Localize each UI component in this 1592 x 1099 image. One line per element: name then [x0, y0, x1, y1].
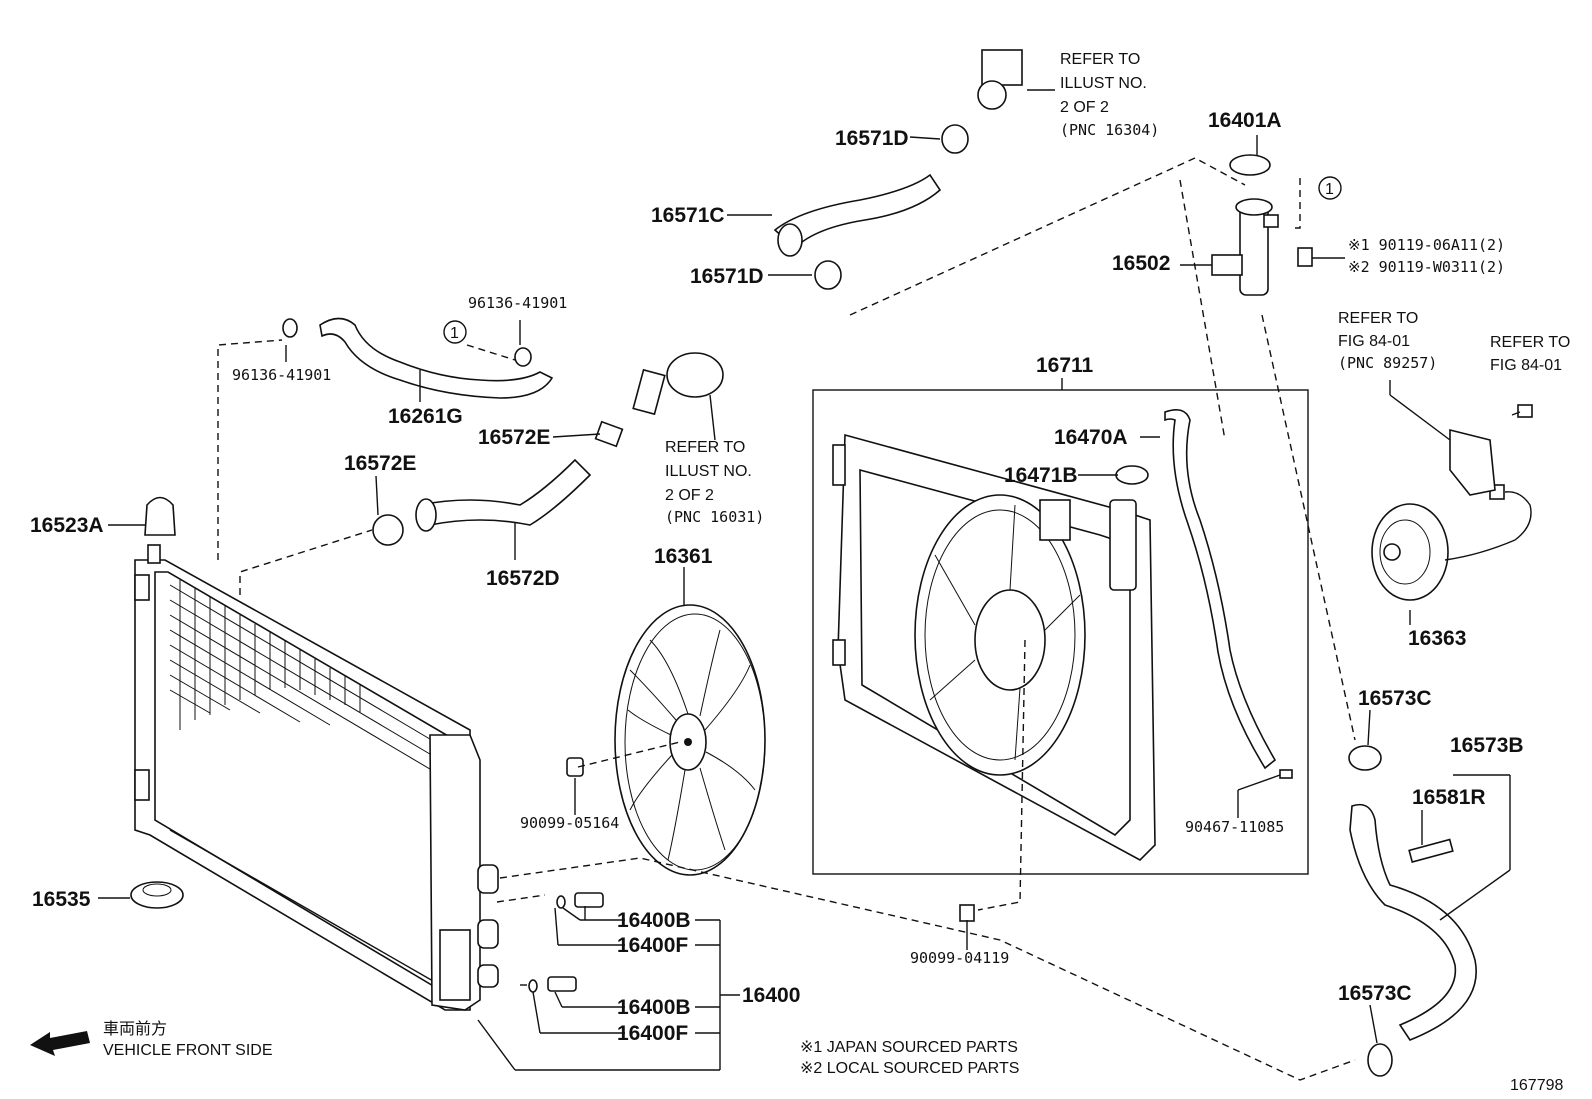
label-90099-04119: 90099-04119 — [910, 949, 1009, 967]
hose-16573B — [1349, 803, 1477, 1041]
label-16502: 16502 — [1112, 252, 1170, 275]
thermostat-housing-top — [977, 49, 1023, 110]
label-16535: 16535 — [32, 888, 91, 911]
label-16581R: 16581R — [1412, 786, 1486, 809]
front-side-jp: 車両前方 — [103, 1020, 167, 1038]
refer-16031-line4: (PNC 16031) — [665, 508, 764, 526]
front-side-note: 車両前方 VEHICLE FRONT SIDE — [103, 1020, 273, 1059]
label-16572D: 16572D — [486, 567, 560, 590]
label-16571C: 16571C — [651, 204, 725, 227]
clamp-16572E-left — [372, 514, 404, 546]
refer-bolt-line2: FIG 84-01 — [1490, 357, 1562, 374]
label-16470A: 16470A — [1054, 426, 1128, 449]
label-16400F-bottom: 16400F — [617, 1022, 688, 1045]
water-outlet — [1211, 154, 1279, 296]
circle-ref-2-text: 1 — [1325, 181, 1334, 198]
label-16573C-top: 16573C — [1358, 687, 1432, 710]
label-16400F-top: 16400F — [617, 934, 688, 957]
label-16361: 16361 — [654, 545, 713, 568]
bolt-note-1: ※1 90119-06A11(2) — [1348, 236, 1505, 254]
leader-lines — [98, 89, 1511, 1071]
bolt-right — [1511, 404, 1533, 418]
label-16523A: 16523A — [30, 514, 104, 537]
refer-bolt: REFER TO FIG 84-01 — [1490, 334, 1570, 374]
circle-ref-1: 1 — [443, 320, 467, 344]
label-96136-left: 96136-41901 — [232, 366, 331, 384]
label-16363: 16363 — [1408, 627, 1466, 650]
refer-16304-line4: (PNC 16304) — [1060, 121, 1159, 139]
bleeder-16581R — [1408, 838, 1454, 863]
refer-16304-line1: REFER TO — [1060, 51, 1140, 68]
refer-fan-resistor: REFER TO FIG 84-01 (PNC 89257) — [1338, 310, 1437, 372]
clip-90467-11085 — [1279, 769, 1293, 779]
circle-ref-1-text: 1 — [450, 325, 459, 342]
label-16573B: 16573B — [1450, 734, 1524, 757]
label-16400B-top: 16400B — [617, 909, 691, 932]
refer-fan-line3: (PNC 89257) — [1338, 354, 1437, 372]
front-side-en: VEHICLE FRONT SIDE — [103, 1042, 273, 1059]
label-16571D-top: 16571D — [835, 127, 909, 150]
source-footnotes: ※1 JAPAN SOURCED PARTS ※2 LOCAL SOURCED … — [800, 1039, 1019, 1077]
refer-bolt-line1: REFER TO — [1490, 334, 1570, 351]
label-16400: 16400 — [742, 984, 800, 1007]
part-labels: 16571D 16571C 16571D 16401A 16502 96136-… — [30, 109, 1524, 1045]
label-16571D-bottom: 16571D — [690, 265, 764, 288]
vehicle-front-arrow — [30, 1031, 90, 1056]
clamp-16573C-bottom — [1367, 1043, 1393, 1077]
refer-16031-line3: 2 OF 2 — [665, 487, 714, 504]
clamp-16573C-top — [1348, 745, 1382, 771]
plug-16535 — [130, 881, 184, 909]
refer-16304-line2: ILLUST NO. — [1060, 75, 1147, 92]
fan-motor — [1371, 484, 1532, 601]
reservoir-cap — [1115, 465, 1149, 485]
refer-fan-line2: FIG 84-01 — [1338, 333, 1410, 350]
drain-plugs — [528, 892, 604, 993]
label-90099-05164: 90099-05164 — [520, 814, 619, 832]
clamp-16571D-top — [941, 124, 969, 154]
refer-16304: REFER TO ILLUST NO. 2 OF 2 (PNC 16304) — [1060, 51, 1159, 139]
label-16711: 16711 — [1036, 354, 1094, 377]
fan-blade — [614, 604, 766, 876]
label-16261G: 16261G — [388, 405, 463, 428]
fan-shroud — [832, 433, 1156, 861]
refer-16031-line2: ILLUST NO. — [665, 463, 752, 480]
footnote-local: ※2 LOCAL SOURCED PARTS — [800, 1060, 1019, 1077]
refer-16031-line1: REFER TO — [665, 439, 745, 456]
circle-ref-2: 1 — [1318, 176, 1342, 200]
footnote-japan: ※1 JAPAN SOURCED PARTS — [800, 1039, 1018, 1056]
refer-fan-line1: REFER TO — [1338, 310, 1418, 327]
label-16572E-right: 16572E — [478, 426, 550, 449]
clamp-16571D-bottom — [814, 260, 842, 290]
hose-16572D — [415, 458, 592, 532]
bolt-notes: ※1 90119-06A11(2) ※2 90119-W0311(2) — [1348, 236, 1505, 276]
label-16400B-bottom: 16400B — [617, 996, 691, 1019]
label-16471B: 16471B — [1004, 464, 1078, 487]
nut-90099-05164 — [566, 757, 584, 777]
label-16573C-bottom: 16573C — [1338, 982, 1412, 1005]
bolt-outlet — [1297, 247, 1313, 267]
water-inlet-housing — [632, 352, 724, 416]
clamp-16572E-right — [594, 420, 624, 448]
shroud-callout-box — [812, 389, 1309, 875]
label-96136-top: 96136-41901 — [468, 294, 567, 312]
hose-16261G — [282, 317, 554, 399]
label-16572E-left: 16572E — [344, 452, 416, 475]
hose-16571C — [773, 173, 942, 257]
refer-16031: REFER TO ILLUST NO. 2 OF 2 (PNC 16031) — [665, 439, 764, 526]
radiator-assembly — [134, 544, 499, 1011]
dashed-refs — [217, 157, 1356, 1081]
label-90467-11085: 90467-11085 — [1185, 818, 1284, 836]
label-16401A: 16401A — [1208, 109, 1282, 132]
refer-16304-line3: 2 OF 2 — [1060, 99, 1109, 116]
screw-90099-04119 — [959, 904, 975, 922]
diagram-id: 167798 — [1510, 1077, 1563, 1094]
fan-resistor — [1389, 394, 1496, 496]
hose-16470A — [1164, 409, 1277, 770]
bolt-note-2: ※2 90119-W0311(2) — [1348, 258, 1505, 276]
cap-16523A — [144, 496, 176, 536]
